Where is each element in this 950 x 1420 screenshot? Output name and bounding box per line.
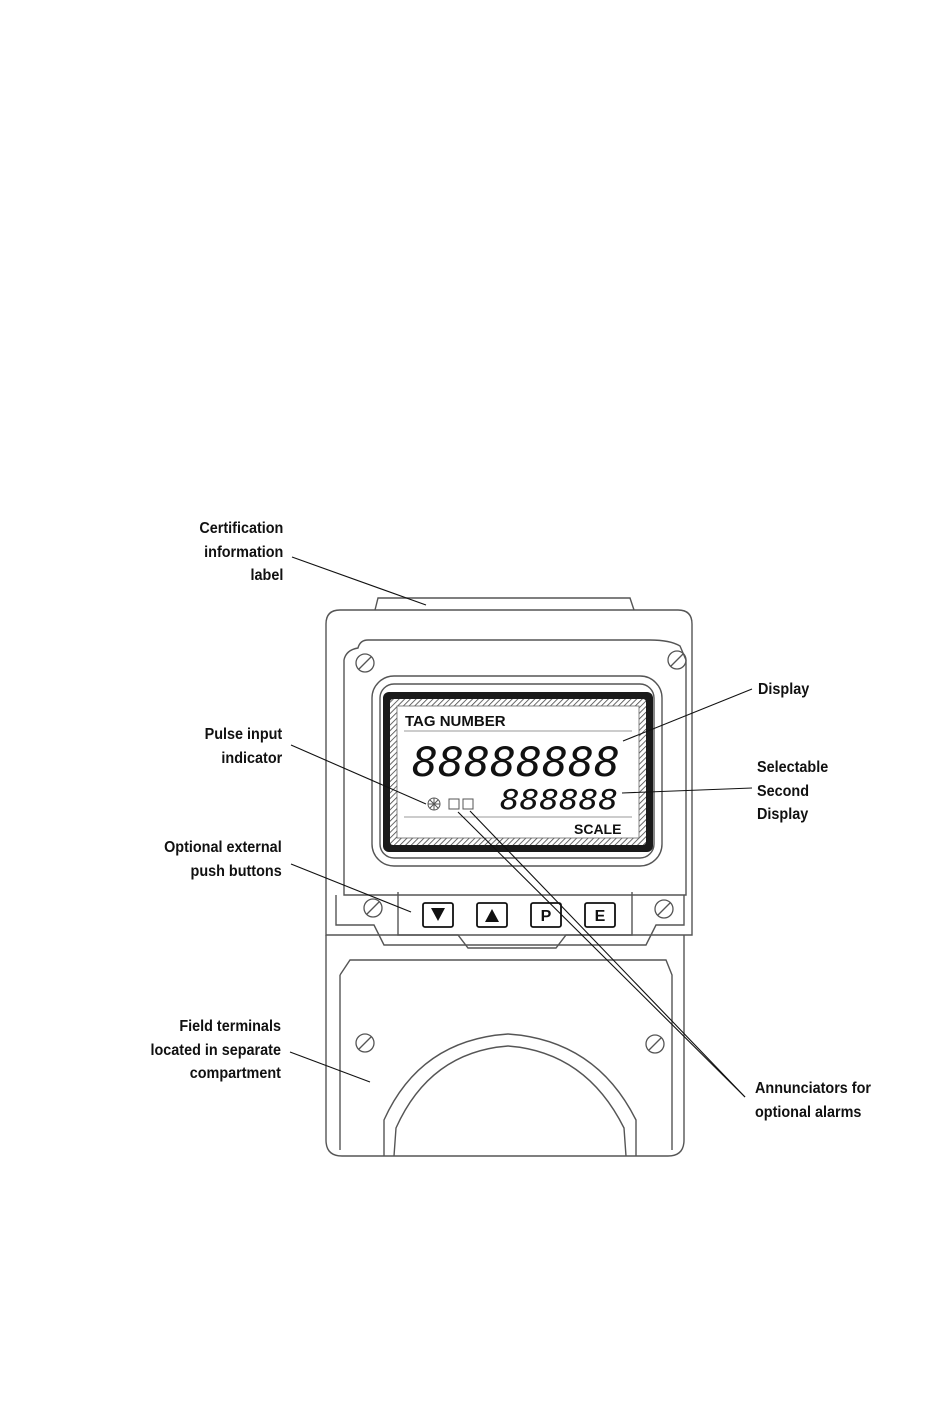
leader-certification <box>292 557 426 605</box>
screw-icon <box>356 1034 374 1052</box>
callout-optional-push-buttons: Optional external push buttons <box>164 836 282 883</box>
callout-display: Display <box>758 678 809 702</box>
screw-icon <box>668 651 686 669</box>
lcd-display: TAG NUMBER 88888888 888888 SCALE <box>383 692 653 852</box>
lcd-second-readout: 888888 <box>500 783 618 816</box>
instrument-housing <box>326 598 692 1156</box>
up-button[interactable] <box>477 903 507 927</box>
lcd-tag-label: TAG NUMBER <box>405 713 506 730</box>
p-button[interactable]: P <box>531 903 561 927</box>
callout-selectable-second-display: Selectable Second Display <box>757 756 828 827</box>
leader-annunciator-1 <box>458 812 745 1097</box>
e-button-label: E <box>595 908 606 925</box>
pulse-indicator-icon <box>428 798 440 810</box>
screw-icon <box>646 1035 664 1053</box>
callout-pulse-input-indicator: Pulse input indicator <box>204 723 282 770</box>
p-button-label: P <box>541 908 552 925</box>
screw-icon <box>364 899 382 917</box>
screw-icon <box>356 654 374 672</box>
lcd-main-readout: 88888888 <box>412 740 620 786</box>
lcd-scale-label: SCALE <box>574 821 621 837</box>
leader-push-buttons <box>291 864 411 912</box>
leader-annunciator-2 <box>470 811 745 1097</box>
down-button[interactable] <box>423 903 453 927</box>
callout-annunciators: Annunciators for optional alarms <box>755 1077 871 1124</box>
callout-certification-label: Certification information label <box>199 517 283 588</box>
callout-field-terminals: Field terminals located in separate comp… <box>151 1015 281 1086</box>
certification-label-slot <box>375 598 634 610</box>
alarm-annunciator-2 <box>463 799 473 809</box>
leader-field-terminals <box>290 1052 370 1082</box>
alarm-annunciator-1 <box>449 799 459 809</box>
e-button[interactable]: E <box>585 903 615 927</box>
screw-icon <box>655 900 673 918</box>
